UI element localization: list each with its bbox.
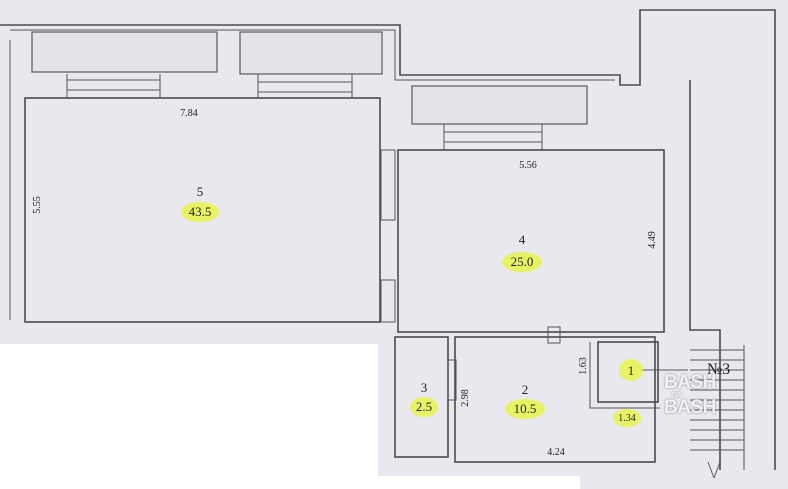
highlight-room-5 bbox=[181, 202, 219, 222]
window-sill-3 bbox=[443, 124, 543, 150]
room-4-outline bbox=[397, 149, 665, 333]
highlight-room-1 bbox=[619, 359, 643, 381]
window-sill-1 bbox=[66, 74, 161, 98]
room-5-outline bbox=[24, 97, 381, 323]
room-5-number: 5 bbox=[197, 184, 204, 199]
window-sill-2 bbox=[257, 74, 353, 98]
watermark-line-3: BASH bbox=[664, 397, 716, 418]
highlight-room-3 bbox=[410, 397, 438, 417]
dim-room-2-width: 4.24 bbox=[547, 447, 565, 458]
dim-room-4-height: 4.49 bbox=[647, 231, 658, 249]
room-4-number: 4 bbox=[519, 232, 526, 247]
watermark-line-2: NA bbox=[672, 392, 682, 399]
watermark-line-1: BASH bbox=[664, 372, 716, 393]
dim-room-4-width: 5.56 bbox=[519, 160, 537, 171]
redaction-box-strip bbox=[378, 476, 580, 489]
room-2-area: 10.5 bbox=[514, 401, 537, 416]
dim-room-1-width: 1.34 bbox=[618, 413, 636, 424]
room-3-outline bbox=[394, 336, 449, 458]
room-1-wall bbox=[589, 342, 660, 409]
highlight-room-1-width bbox=[613, 409, 641, 427]
room-1-outline bbox=[597, 341, 659, 403]
redaction-box-main bbox=[0, 344, 378, 489]
dim-room-5-width: 7.84 bbox=[180, 108, 198, 119]
highlight-room-2 bbox=[505, 399, 545, 419]
room-2-door bbox=[547, 326, 561, 344]
dim-room-2-height: 1.63 bbox=[578, 357, 589, 375]
dim-room-3-height: 2.98 bbox=[460, 389, 471, 407]
room-2-outline bbox=[454, 336, 656, 463]
room-2-number: 2 bbox=[522, 382, 529, 397]
window-1 bbox=[31, 31, 218, 73]
outer-wall-inner bbox=[10, 29, 615, 81]
room-5-door-jamb-top bbox=[380, 149, 396, 221]
room-5-door-jamb-bottom bbox=[380, 279, 396, 323]
apartment-number: №3 bbox=[707, 361, 730, 378]
room-4-area: 25.0 bbox=[511, 254, 534, 269]
highlight-room-4 bbox=[502, 252, 542, 272]
room-3-door bbox=[447, 359, 457, 401]
window-2 bbox=[239, 31, 383, 75]
outer-wall bbox=[0, 9, 776, 470]
room-5-area: 43.5 bbox=[189, 204, 212, 219]
room-3-area: 2.5 bbox=[416, 399, 432, 414]
room-3-number: 3 bbox=[421, 380, 428, 395]
dim-room-5-height: 5.55 bbox=[32, 196, 43, 214]
watermark-logo: BASH NA BASH bbox=[664, 372, 744, 418]
room-1-number: 1 bbox=[628, 363, 635, 378]
window-3 bbox=[411, 85, 588, 125]
staircase bbox=[690, 345, 745, 479]
